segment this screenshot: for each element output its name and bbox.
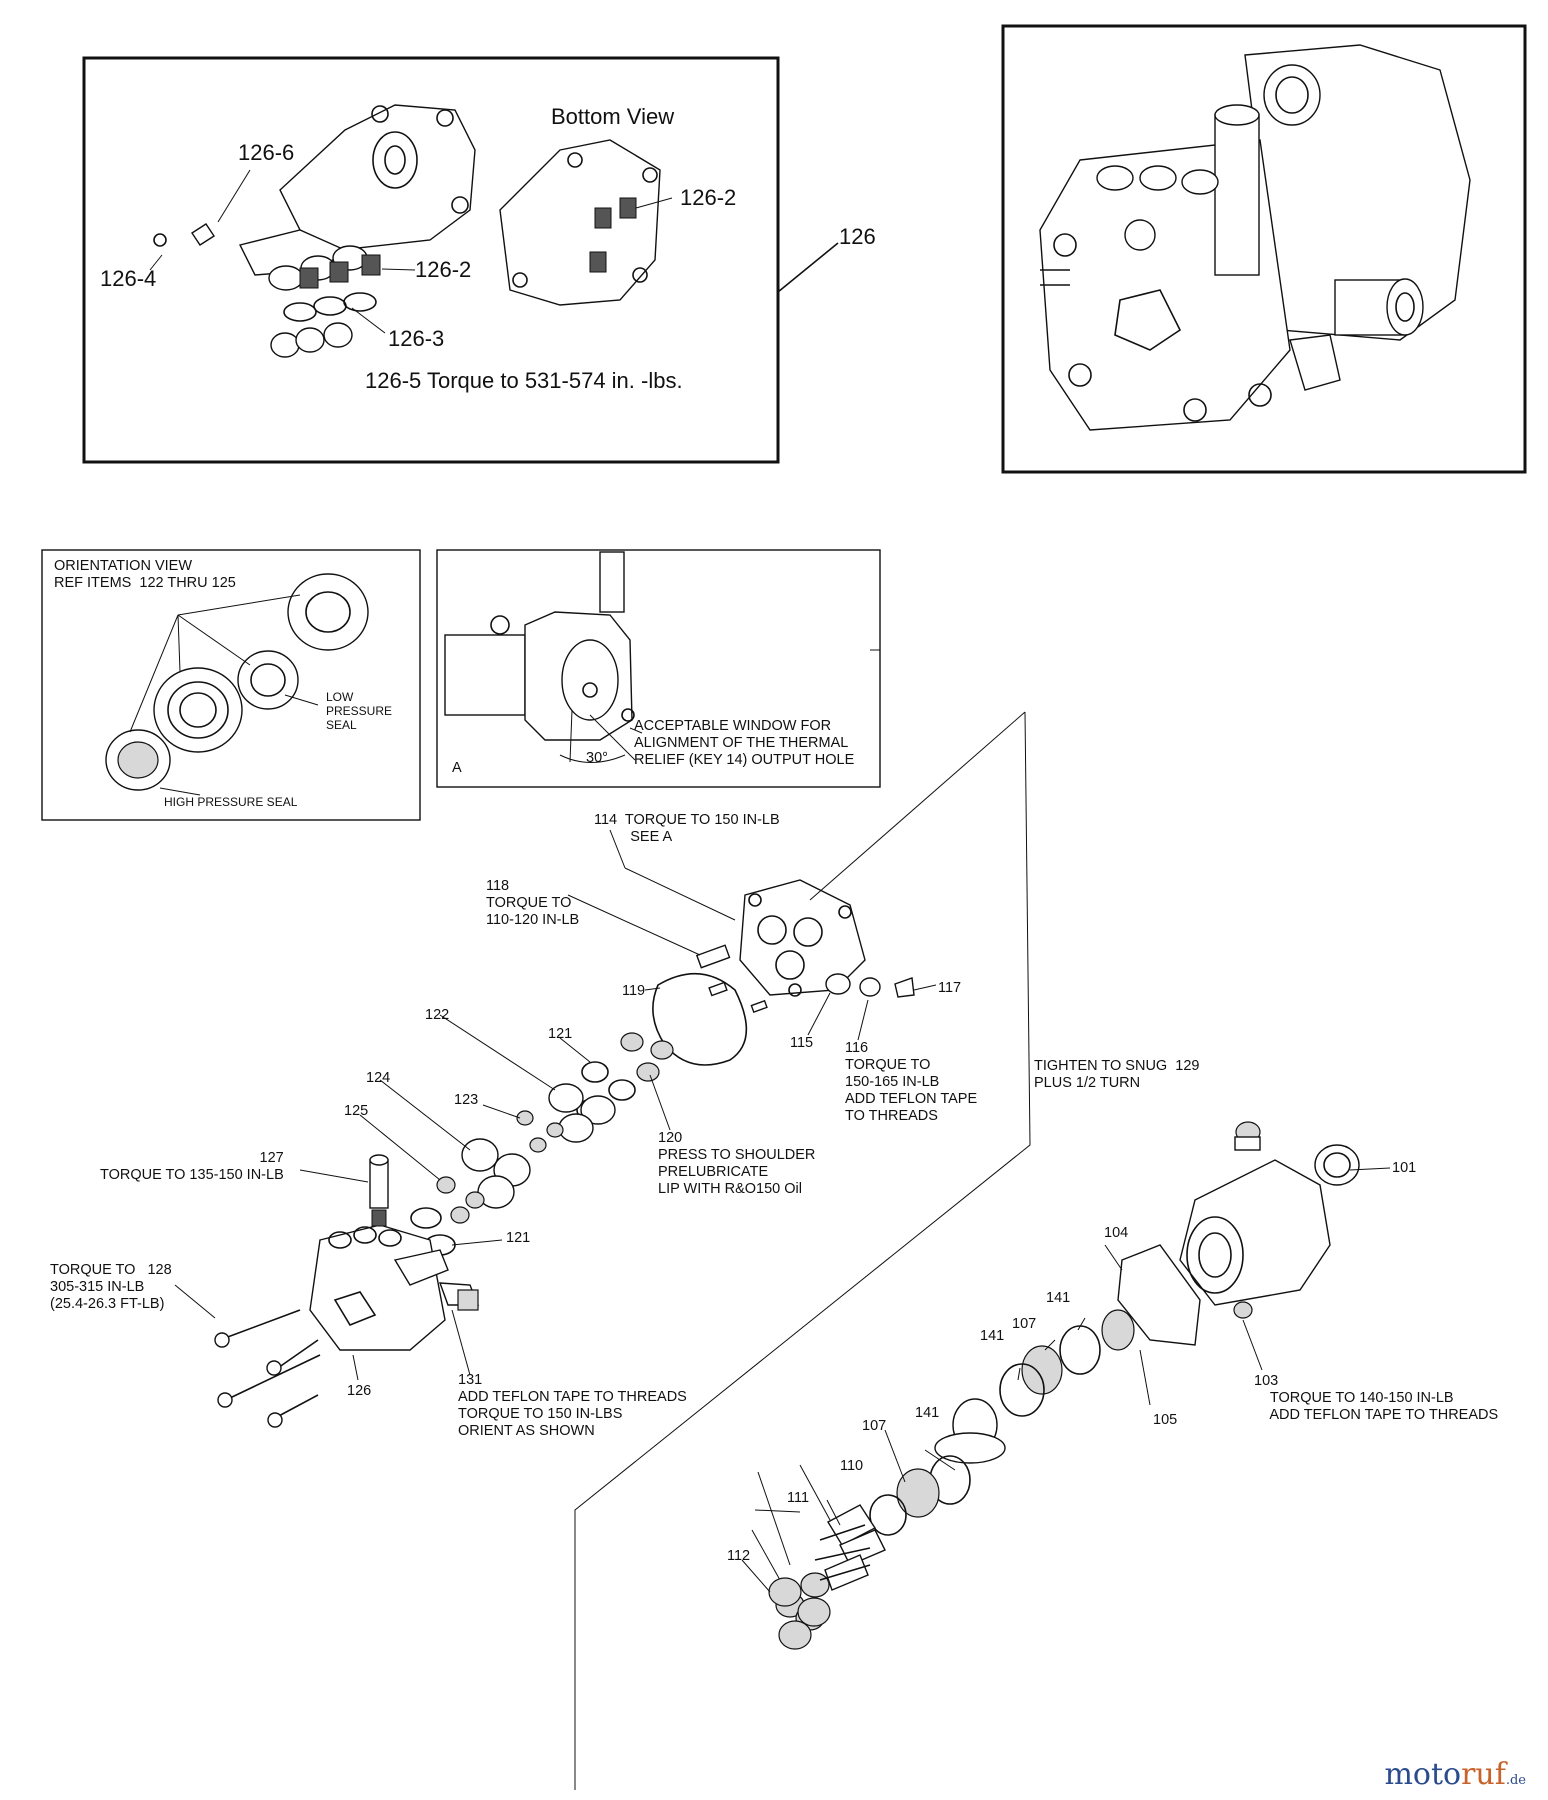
- callout-126: 126: [839, 224, 876, 249]
- low-pressure-seal-label: LOW PRESSURE SEAL: [326, 690, 393, 733]
- part-127: 127 TORQUE TO 135-150 IN-LB: [100, 1150, 284, 1184]
- part-118: 118 TORQUE TO 110-120 IN-LB: [486, 878, 580, 929]
- part-141-a: 141: [1046, 1290, 1071, 1306]
- part-107-a: 107: [1012, 1316, 1037, 1332]
- pump-head-114: [609, 711, 1026, 997]
- gasket-119: [652, 972, 748, 1066]
- part-124: 124: [366, 1070, 391, 1086]
- part-125: 125: [344, 1103, 369, 1119]
- part-105: 105: [1153, 1412, 1178, 1428]
- bolts-128: [214, 1309, 321, 1428]
- part-101: 101: [1392, 1160, 1417, 1176]
- manifold-top-view: [149, 104, 476, 358]
- manifold-126: [174, 1154, 480, 1381]
- part-119: 119: [622, 983, 646, 999]
- plungers-springs: [741, 1499, 871, 1650]
- label-126-3: 126-3: [388, 326, 445, 351]
- view-a-note: ACCEPTABLE WINDOW FOR ALIGNMENT OF THE T…: [634, 718, 855, 769]
- view-a-pump: [444, 551, 880, 763]
- part-110: 110: [840, 1458, 864, 1474]
- part-121-a: 121: [548, 1026, 573, 1042]
- view-a-letter: A: [452, 760, 462, 776]
- orientation-view-frame: [41, 549, 421, 821]
- part-128: TORQUE TO 128 305-315 IN-LB (25.4-26.3 F…: [50, 1262, 172, 1313]
- view-a-angle: 30°: [586, 750, 608, 766]
- label-126-5-torque: 126-5 Torque to 531-574 in. -lbs.: [365, 368, 683, 393]
- part-123: 123: [454, 1092, 479, 1108]
- label-126-2-b: 126-2: [680, 185, 737, 210]
- part-103: 103 TORQUE TO 140-150 IN-LB ADD TEFLON T…: [1254, 1373, 1499, 1424]
- part-121-b: 121: [506, 1230, 531, 1246]
- small-parts-118-117: [567, 894, 937, 1041]
- part-111: 111: [787, 1490, 810, 1506]
- part-114: 114 TORQUE TO 150 IN-LB SEE A: [594, 812, 780, 846]
- seal-stack: [359, 1014, 674, 1256]
- part-104: 104: [1104, 1225, 1129, 1241]
- part-117: 117: [938, 980, 962, 996]
- part-112: 112: [727, 1548, 751, 1564]
- assembled-pump-frame: [1001, 24, 1527, 474]
- label-126-2-a: 126-2: [415, 257, 472, 282]
- orientation-view-title: ORIENTATION VIEW REF ITEMS 122 THRU 125: [54, 558, 236, 592]
- assembled-pump: [1039, 44, 1471, 431]
- label-126-6: 126-6: [238, 140, 295, 165]
- orientation-seals: [105, 573, 369, 796]
- view-a-frame: [436, 549, 881, 788]
- bottom-view-label: Bottom View: [551, 104, 675, 129]
- part-120: 120 PRESS TO SHOULDER PRELUBRICATE LIP W…: [658, 1130, 816, 1198]
- part-107-b: 107: [862, 1418, 887, 1434]
- part-131: 131 ADD TEFLON TAPE TO THREADS TORQUE TO…: [458, 1372, 687, 1440]
- part-115: 115: [790, 1035, 814, 1051]
- watermark-logo: motoruf.de: [1384, 1757, 1526, 1792]
- part-116: 116 TORQUE TO 150-165 IN-LB ADD TEFLON T…: [845, 1040, 978, 1125]
- part-141-b: 141: [980, 1328, 1005, 1344]
- part-122: 122: [425, 1007, 450, 1023]
- label-126-4: 126-4: [100, 266, 157, 291]
- inset-frame-126: [82, 56, 780, 464]
- part-126: 126: [347, 1383, 372, 1399]
- high-pressure-seal-label: HIGH PRESSURE SEAL: [164, 795, 298, 809]
- manifold-bottom-view: [499, 139, 673, 306]
- part-141-c: 141: [915, 1405, 940, 1421]
- part-129: TIGHTEN TO SNUG 129 PLUS 1/2 TURN: [1034, 1058, 1200, 1092]
